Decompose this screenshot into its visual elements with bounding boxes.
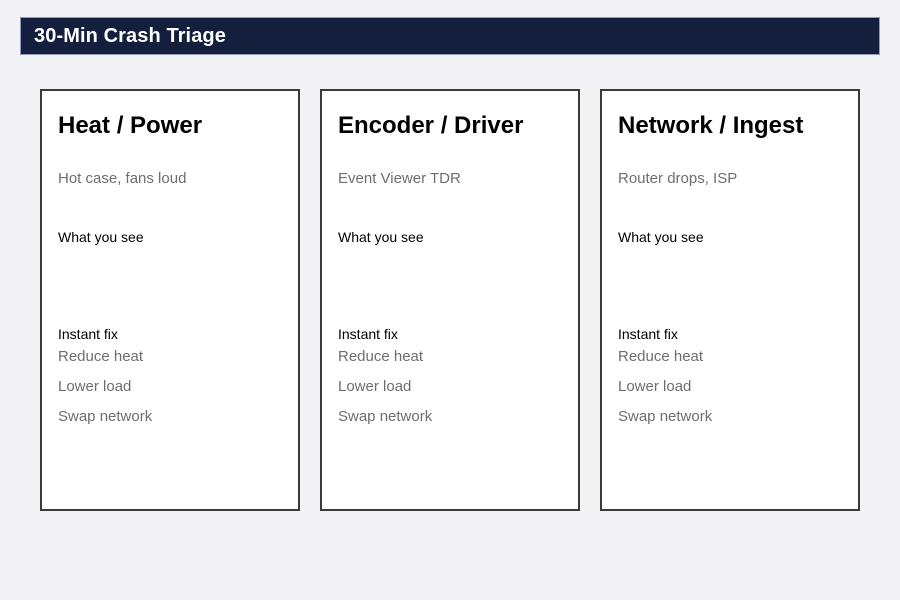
list-item: Swap network (618, 408, 713, 426)
list-item: Lower load (58, 378, 132, 396)
card-section-what-you-see: What you see (58, 229, 282, 245)
section-heading: Instant fix (338, 326, 398, 343)
section-heading: Instant fix (618, 326, 678, 343)
list-item: Lower load (338, 378, 412, 396)
card-section-instant-fix: Instant fix Reduce heat Lower load Swap … (618, 326, 842, 432)
card-subtitle: Hot case, fans loud (58, 170, 187, 188)
list-item: Reduce heat (58, 348, 144, 366)
section-list: Reduce heat Lower load Swap network (58, 342, 282, 432)
card-section-what-you-see: What you see (338, 229, 562, 245)
section-heading: What you see (58, 229, 144, 246)
card-encoder-driver[interactable]: Encoder / Driver Event Viewer TDR What y… (320, 89, 580, 511)
card-subtitle: Router drops, ISP (618, 170, 738, 188)
card-heat-power[interactable]: Heat / Power Hot case, fans loud What yo… (40, 89, 300, 511)
card-section-what-you-see: What you see (618, 229, 842, 245)
page-title: 30-Min Crash Triage (34, 24, 226, 47)
cards-row: Heat / Power Hot case, fans loud What yo… (40, 89, 860, 511)
section-heading: What you see (618, 229, 704, 246)
list-item: Swap network (58, 408, 153, 426)
section-heading: What you see (338, 229, 424, 246)
section-list: Reduce heat Lower load Swap network (618, 342, 842, 432)
card-section-instant-fix: Instant fix Reduce heat Lower load Swap … (58, 326, 282, 432)
list-item: Reduce heat (338, 348, 424, 366)
card-title: Heat / Power (58, 112, 203, 139)
section-list: Reduce heat Lower load Swap network (338, 342, 562, 432)
card-network-ingest[interactable]: Network / Ingest Router drops, ISP What … (600, 89, 860, 511)
card-title: Network / Ingest (618, 112, 804, 139)
card-title: Encoder / Driver (338, 112, 524, 139)
card-section-instant-fix: Instant fix Reduce heat Lower load Swap … (338, 326, 562, 432)
header-bar: 30-Min Crash Triage (20, 17, 880, 55)
card-subtitle: Event Viewer TDR (338, 170, 461, 188)
list-item: Swap network (338, 408, 433, 426)
list-item: Reduce heat (618, 348, 704, 366)
section-heading: Instant fix (58, 326, 118, 343)
list-item: Lower load (618, 378, 692, 396)
